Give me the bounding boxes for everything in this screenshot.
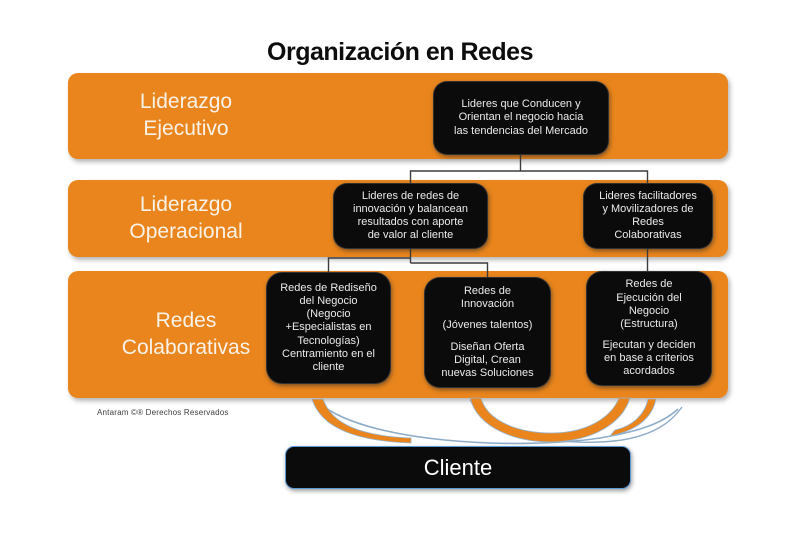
node-lideres-facilitadores-text: Lideres facilitadores y Movilizadores de… <box>599 189 697 242</box>
arc-orange-left-swoosh <box>311 398 412 444</box>
node-redes-ejecucion-body: Ejecutan y deciden en base a criterios a… <box>602 339 696 378</box>
node-lideres-facilitadores: Lideres facilitadores y Movilizadores de… <box>583 183 713 249</box>
node-redes-ejecucion-title: Redes de Ejecución del Negocio (Estructu… <box>616 278 682 330</box>
node-redes-innovacion-title: Redes de Innovación <box>460 284 515 311</box>
arc-blue-short <box>469 399 683 443</box>
arc-blue-long <box>315 399 679 445</box>
client-box-label: Cliente <box>423 454 493 480</box>
node-redes-innovacion-subtitle: (Jóvenes talentos) <box>442 319 533 332</box>
band-label-redes-colaborativas: Redes Colaborativas <box>121 308 251 359</box>
node-redes-ejecucion: Redes de Ejecución del Negocio (Estructu… <box>586 271 712 386</box>
arc-orange-center-u <box>469 397 631 443</box>
node-lideres-conducen-text: Lideres que Conducen y Orientan el negoc… <box>454 98 588 137</box>
client-box: Cliente <box>285 446 631 489</box>
node-redes-innovacion-body: Diseñan Oferta Digital, Crean nuevas Sol… <box>441 340 534 379</box>
page-title: Organización en Redes <box>267 38 533 66</box>
node-redes-innovacion: Redes de Innovación (Jóvenes talentos) D… <box>424 277 551 388</box>
node-redes-rediseno: Redes de Rediseño del Negocio (Negocio +… <box>266 272 391 384</box>
band-liderazgo-ejecutivo: Liderazgo Ejecutivo <box>68 73 728 159</box>
node-lideres-redes-innovacion-text: Lideres de redes de innovación y balance… <box>353 189 468 242</box>
band-label-liderazgo-ejecutivo: Liderazgo Ejecutivo <box>139 90 233 140</box>
node-lideres-conducen: Lideres que Conducen y Orientan el negoc… <box>433 81 609 155</box>
node-redes-rediseno-text: Redes de Rediseño del Negocio (Negocio +… <box>280 281 377 373</box>
arc-orange-right-swoosh <box>608 398 657 437</box>
node-lideres-redes-innovacion: Lideres de redes de innovación y balance… <box>333 183 488 249</box>
band-label-liderazgo-operacional: Liderazgo Operacional <box>129 192 243 243</box>
copyright-footer: Antaram ©® Derechos Reservados <box>97 408 229 417</box>
